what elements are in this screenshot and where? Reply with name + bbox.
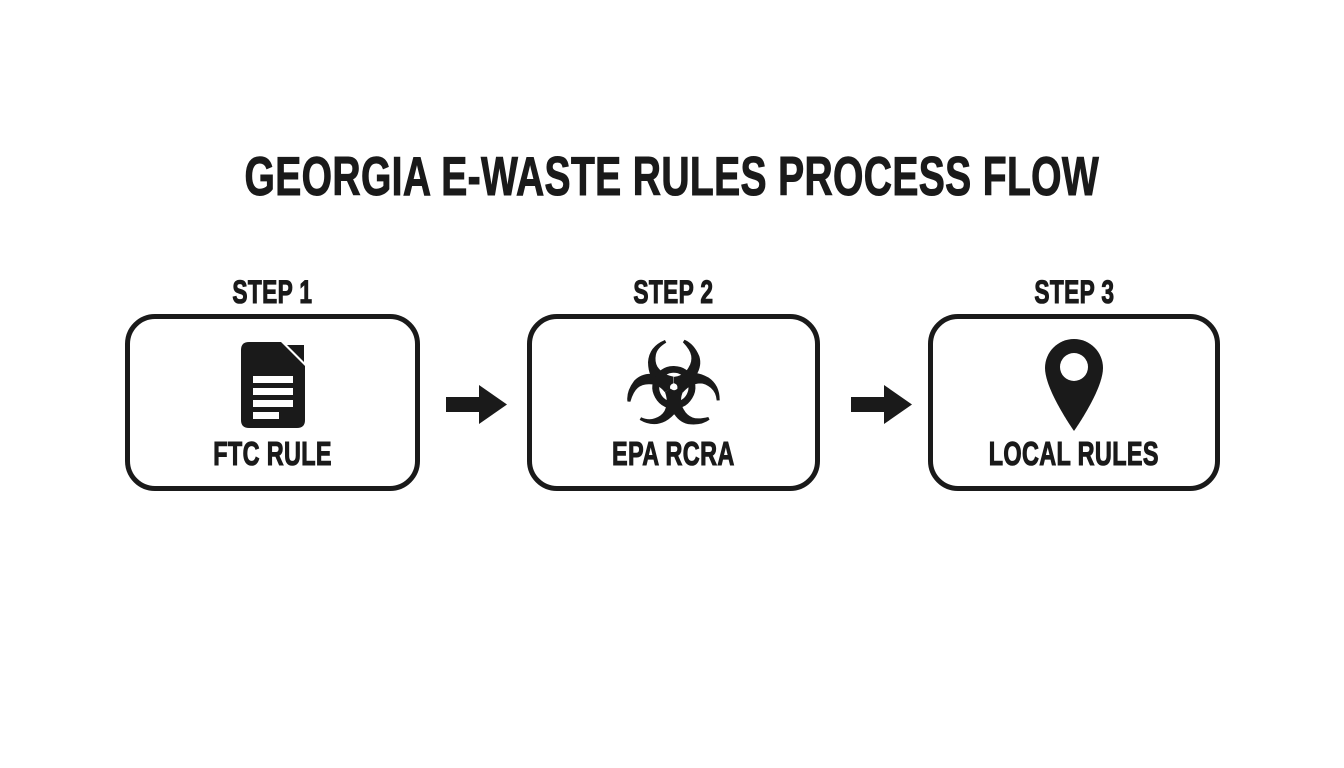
step-2-box: ☣ EPA RCRA — [527, 314, 820, 491]
biohazard-icon: ☣ — [532, 320, 815, 450]
location-pin-icon — [933, 333, 1215, 437]
step-2-label: STEP 2 — [633, 274, 714, 310]
arrow-right-icon — [851, 384, 912, 425]
biohazard-glyph: ☣ — [622, 320, 725, 450]
arrow-right-icon — [446, 384, 507, 425]
page-title-text: GEORGIA E-WASTE RULES PROCESS FLOW — [244, 145, 1100, 207]
page-title: GEORGIA E-WASTE RULES PROCESS FLOW — [0, 145, 1344, 207]
step-1-label: STEP 1 — [232, 274, 313, 310]
document-icon — [130, 333, 415, 437]
step-1-box: FTC RULE — [125, 314, 420, 491]
step-2-caption: EPA RCRA — [612, 435, 735, 472]
step-1-caption: FTC RULE — [213, 435, 332, 472]
step-3-box: LOCAL RULES — [928, 314, 1220, 491]
step-3-label: STEP 3 — [1033, 274, 1115, 310]
step-3-caption: LOCAL RULES — [988, 435, 1160, 472]
